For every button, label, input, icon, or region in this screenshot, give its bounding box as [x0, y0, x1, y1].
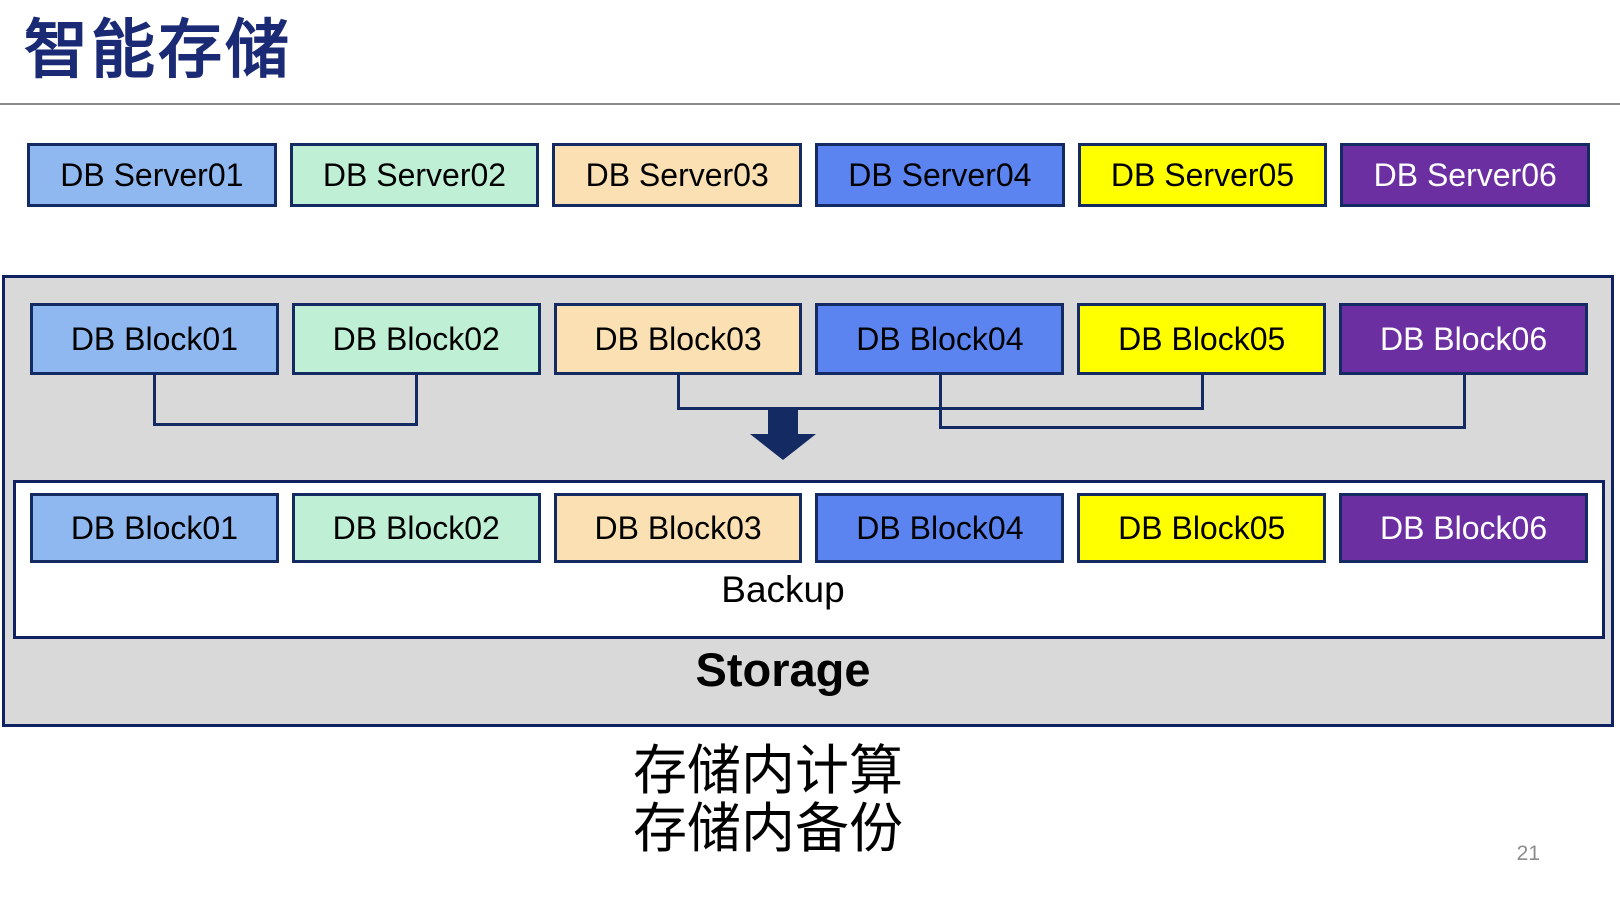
- backup-label: Backup: [721, 569, 845, 610]
- block-bottom-02: DB Block02: [291, 493, 541, 563]
- server-box-06: DB Server06: [1340, 143, 1591, 207]
- connector-horizontal-01-02: [153, 423, 418, 426]
- slide-title: 智能存储: [24, 14, 292, 86]
- connector-vertical-block01: [153, 375, 156, 423]
- title-divider-line: [0, 103, 1620, 105]
- connector-vertical-block03: [677, 375, 680, 407]
- block-bottom-04: DB Block04: [815, 493, 1065, 563]
- server-box-02: DB Server02: [289, 143, 540, 207]
- server-box-05: DB Server05: [1077, 143, 1328, 207]
- down-arrow-head-icon: [750, 434, 816, 460]
- storage-container: DB Block01 DB Block02 DB Block03 DB Bloc…: [2, 275, 1614, 727]
- block-top-05: DB Block05: [1077, 303, 1327, 375]
- block-bottom-03: DB Block03: [553, 493, 803, 563]
- caption-line-1: 存储内计算: [633, 741, 903, 801]
- caption-line-2: 存储内备份: [633, 799, 903, 859]
- db-block-row-bottom: DB Block01 DB Block02 DB Block03 DB Bloc…: [30, 493, 1588, 563]
- connector-vertical-block04: [939, 375, 942, 426]
- block-top-06: DB Block06: [1339, 303, 1588, 375]
- db-block-row-top: DB Block01 DB Block02 DB Block03 DB Bloc…: [30, 303, 1588, 375]
- connector-vertical-block05: [1201, 375, 1204, 407]
- caption-text: 存储内计算 存储内备份: [633, 742, 903, 858]
- page-number: 21: [1516, 842, 1540, 865]
- server-box-04: DB Server04: [815, 143, 1065, 207]
- block-top-02: DB Block02: [291, 303, 541, 375]
- connector-vertical-block06: [1463, 375, 1466, 426]
- connector-vertical-block02: [415, 375, 418, 423]
- server-box-03: DB Server03: [552, 143, 803, 207]
- block-bottom-05: DB Block05: [1077, 493, 1327, 563]
- db-server-row: DB Server01 DB Server02 DB Server03 DB S…: [27, 143, 1591, 207]
- down-arrow-icon: [768, 408, 798, 434]
- block-top-04: DB Block04: [815, 303, 1065, 375]
- block-bottom-01: DB Block01: [30, 493, 279, 563]
- block-top-01: DB Block01: [30, 303, 279, 375]
- connector-horizontal-04-06: [939, 426, 1466, 429]
- server-box-01: DB Server01: [27, 143, 277, 207]
- block-bottom-06: DB Block06: [1339, 493, 1588, 563]
- block-top-03: DB Block03: [553, 303, 803, 375]
- storage-label: Storage: [695, 643, 871, 696]
- backup-container: DB Block01 DB Block02 DB Block03 DB Bloc…: [13, 480, 1605, 639]
